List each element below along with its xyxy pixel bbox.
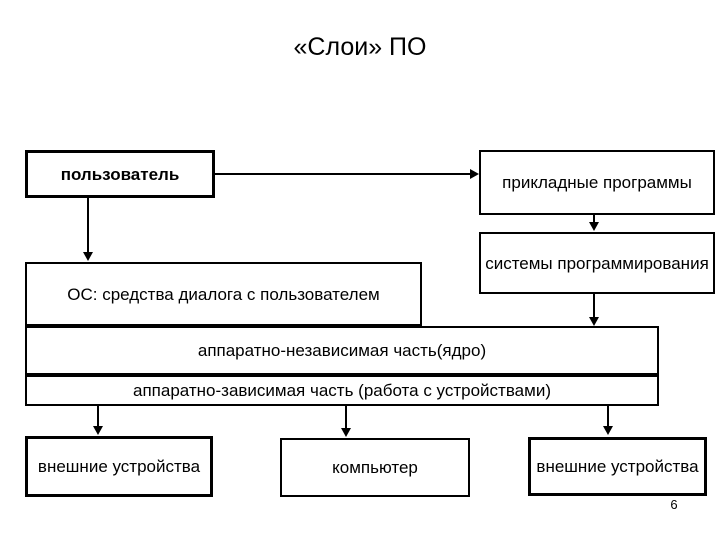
- box-external-devices-right-label: внешние устройства: [536, 457, 699, 476]
- box-hardware-dependent-part[interactable]: аппаратно-зависимая часть (работа с устр…: [25, 375, 659, 406]
- box-application-programs-label: прикладные программы: [502, 173, 692, 192]
- box-os-user-dialog[interactable]: ОС: средства диалога с пользователем: [25, 262, 422, 326]
- connector-hwdep-to-computer-line: [345, 406, 347, 430]
- connector-user-to-apps-line: [215, 173, 470, 175]
- box-external-devices-left-label: внешние устройства: [37, 457, 201, 476]
- connector-user-to-apps-arrowhead: [470, 169, 479, 179]
- connector-hwdep-to-ext-right-line: [607, 406, 609, 428]
- box-computer[interactable]: компьютер: [280, 438, 470, 497]
- connector-hwdep-to-ext-right-arrowhead: [603, 426, 613, 435]
- box-external-devices-left[interactable]: внешние устройства: [25, 436, 213, 497]
- box-computer-label: компьютер: [332, 458, 418, 477]
- connector-user-to-os-arrowhead: [83, 252, 93, 261]
- connector-hwdep-to-ext-left-arrowhead: [93, 426, 103, 435]
- box-programming-systems-label: системы программирования: [485, 253, 709, 273]
- connector-hwdep-to-computer-arrowhead: [341, 428, 351, 437]
- connector-hwdep-to-ext-left-line: [97, 406, 99, 428]
- connector-progsys-to-kernel-line: [593, 294, 595, 319]
- connector-apps-to-progsys-arrowhead: [589, 222, 599, 231]
- box-hardware-independent-kernel[interactable]: аппаратно-независимая часть(ядро): [25, 326, 659, 375]
- box-external-devices-right[interactable]: внешние устройства: [528, 437, 707, 496]
- connector-apps-to-progsys-line: [593, 215, 595, 224]
- page-number: 6: [670, 497, 678, 512]
- box-application-programs[interactable]: прикладные программы: [479, 150, 715, 215]
- box-user[interactable]: пользователь: [25, 150, 215, 198]
- connector-progsys-to-kernel-arrowhead: [589, 317, 599, 326]
- box-hardware-independent-kernel-label: аппаратно-независимая часть(ядро): [197, 341, 487, 360]
- box-user-label: пользователь: [60, 164, 180, 184]
- connector-user-to-os-line: [87, 198, 89, 253]
- box-os-user-dialog-label: ОС: средства диалога с пользователем: [67, 284, 380, 304]
- box-programming-systems[interactable]: системы программирования: [479, 232, 715, 294]
- box-hardware-dependent-part-label: аппаратно-зависимая часть (работа с устр…: [133, 381, 551, 400]
- slide-title: «Слои» ПО: [293, 33, 427, 61]
